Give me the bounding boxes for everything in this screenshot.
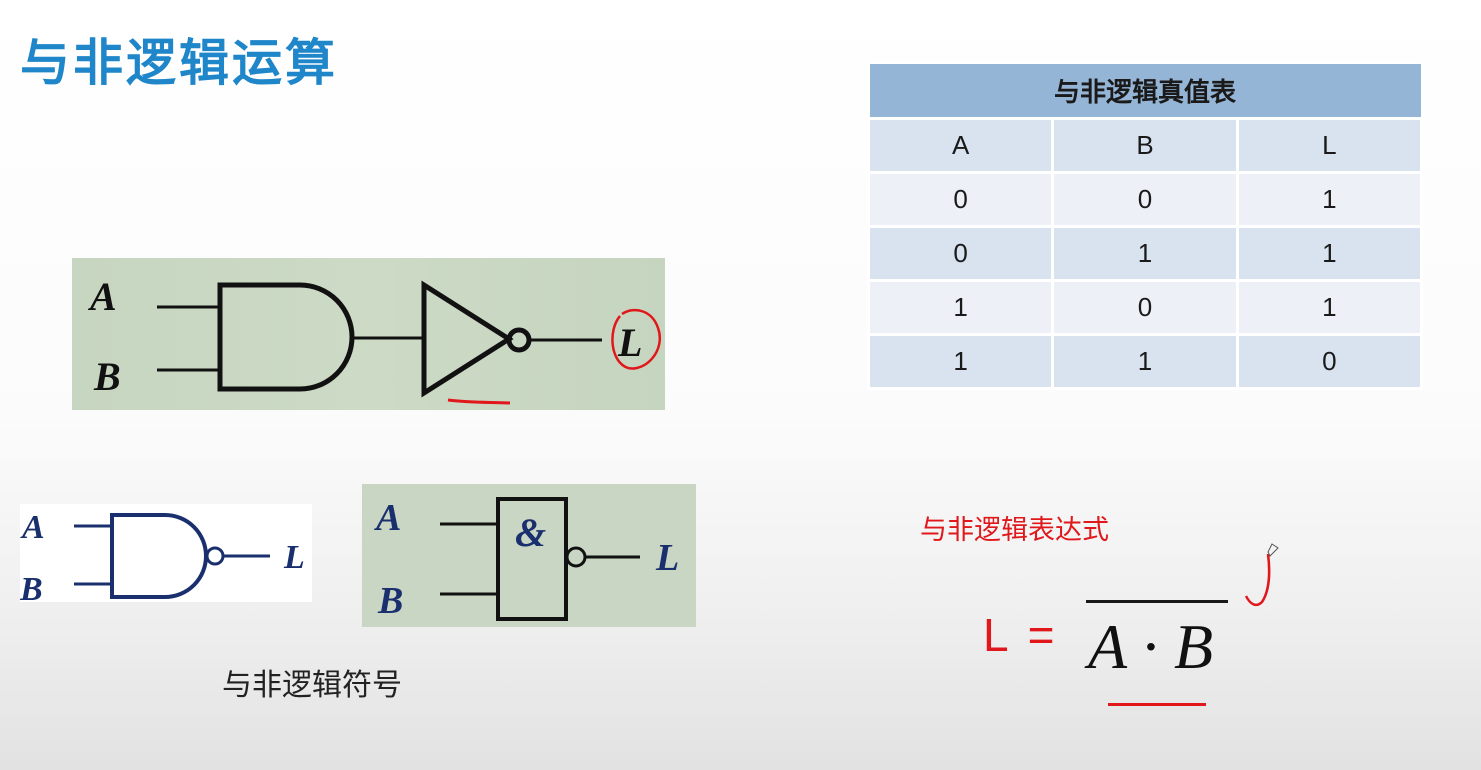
table-row: 1 1 0 (866, 333, 1424, 390)
output-circle-annotation (611, 308, 661, 370)
table-row: 0 0 1 (866, 171, 1424, 228)
expression-underline-annotation (1108, 703, 1206, 706)
table-row: 0 1 1 (866, 225, 1424, 282)
symbols-caption: 与非逻辑符号 (222, 668, 402, 703)
pen-cursor-icon (1267, 543, 1279, 557)
check-mark-stroke (1244, 553, 1271, 607)
us-nand-body (110, 513, 208, 599)
column-header-a: A (866, 117, 1055, 174)
table-cell: 0 (866, 225, 1055, 282)
nand-symbol-us-svg: A B L (19, 509, 305, 608)
page-title: 与非逻辑运算 (20, 34, 338, 92)
table-cell: 1 (1235, 225, 1424, 282)
nand-symbol-iec-svg: A B & L (374, 497, 679, 622)
and-not-gate-diagram: A B L (72, 258, 665, 410)
iec-output-label: L (655, 537, 679, 579)
table-cell: 1 (866, 333, 1055, 390)
iec-input-b-label: B (377, 580, 403, 622)
us-input-a-label: A (20, 509, 45, 546)
us-output-label: L (283, 539, 305, 576)
nand-symbol-us: A B L (19, 504, 312, 608)
us-inversion-bubble (205, 546, 225, 566)
table-cell: 1 (866, 279, 1055, 336)
input-b-label: B (93, 354, 121, 399)
table-cell: 1 (1235, 171, 1424, 228)
nand-symbol-iec: A B & L (362, 484, 696, 627)
table-cell: 1 (1051, 225, 1239, 282)
table-cell: 1 (1235, 279, 1424, 336)
table-cell: 0 (1051, 279, 1239, 336)
table-cell: 1 (1051, 333, 1239, 390)
table-cell: 0 (1235, 333, 1424, 390)
expression-rhs-text: A · B (1088, 611, 1214, 682)
table-row: 1 0 1 (866, 279, 1424, 336)
iec-inversion-bubble (565, 546, 587, 568)
expression-lhs: L = (983, 609, 1059, 661)
output-label: L (617, 320, 642, 365)
expression-heading: 与非逻辑表达式 (920, 515, 1109, 546)
expression-overbar (1086, 600, 1228, 603)
truth-table: 与非逻辑真值表 A B L 0 0 1 0 1 1 1 0 1 1 1 0 (866, 62, 1424, 390)
not-gate-underline-annotation (447, 398, 511, 405)
column-header-l: L (1235, 117, 1424, 174)
us-input-b-label: B (20, 571, 43, 602)
inversion-bubble (506, 327, 532, 353)
expression-rhs: A · B (1086, 598, 1236, 718)
iec-input-a-label: A (374, 497, 401, 539)
not-gate-body (421, 280, 514, 398)
column-header-b: B (1051, 117, 1239, 174)
check-mark-annotation (1244, 543, 1279, 607)
and-not-gate-svg: A B L (87, 274, 661, 405)
table-cell: 0 (866, 171, 1055, 228)
table-header-row: A B L (866, 117, 1424, 174)
table-cell: 0 (1051, 171, 1239, 228)
table-caption-row: 与非逻辑真值表 (867, 62, 1423, 120)
iec-and-operator: & (515, 510, 546, 555)
table-caption: 与非逻辑真值表 (867, 62, 1423, 120)
input-a-label: A (87, 274, 117, 319)
and-gate-body (217, 282, 355, 392)
